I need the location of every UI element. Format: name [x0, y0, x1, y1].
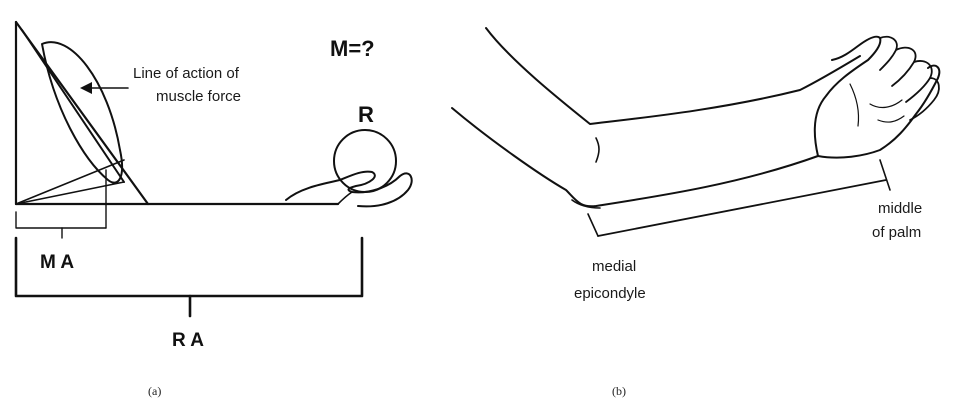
palm-crease-2: [878, 116, 904, 122]
resistance-label: R: [358, 102, 374, 127]
middle-of-palm-label-line2: of palm: [872, 224, 921, 241]
resistance-arm-label: R A: [172, 330, 204, 351]
arm-bottom-contour: [452, 108, 818, 206]
finger-middle: [892, 48, 916, 86]
medial-epicondyle-label-line1: medial: [592, 258, 636, 275]
moment-arm-label: M A: [40, 252, 74, 273]
hand-back-contour: [815, 37, 881, 156]
panel-b-caption: (b): [612, 384, 626, 398]
arm-top-contour: [486, 28, 860, 124]
panel-a-caption: (a): [148, 384, 161, 398]
hand-holding-ball: [286, 172, 412, 207]
medial-epicondyle-pointer: [588, 214, 598, 236]
muscle-force-label-line2: muscle force: [156, 88, 241, 105]
medial-epicondyle-label-line2: epicondyle: [574, 285, 646, 302]
finger-index: [880, 37, 897, 70]
elbow-crease: [596, 138, 599, 162]
forearm-length-measure-line: [598, 180, 886, 236]
moment-question-label: M=?: [330, 36, 375, 61]
middle-of-palm-label-line1: middle: [878, 200, 922, 217]
thumb-crease: [850, 84, 859, 126]
panel-b-arm-illustration: medial epicondyle middle of palm (b): [452, 28, 939, 398]
panel-a-diagram: Line of action of muscle force M=? R M A…: [16, 22, 412, 398]
insertion-line-lower: [16, 182, 124, 204]
moment-arm-bracket: [16, 212, 106, 228]
middle-of-palm-pointer: [880, 160, 890, 190]
hand-thumb-line: [338, 192, 352, 204]
insertion-line-upper: [16, 160, 124, 204]
muscle-force-label-line1: Line of action of: [133, 65, 240, 82]
pointer-arrowhead: [80, 82, 92, 94]
palm-crease-1: [870, 100, 902, 107]
hand-palm-contour: [818, 66, 939, 158]
resistance-ball: [334, 130, 396, 192]
